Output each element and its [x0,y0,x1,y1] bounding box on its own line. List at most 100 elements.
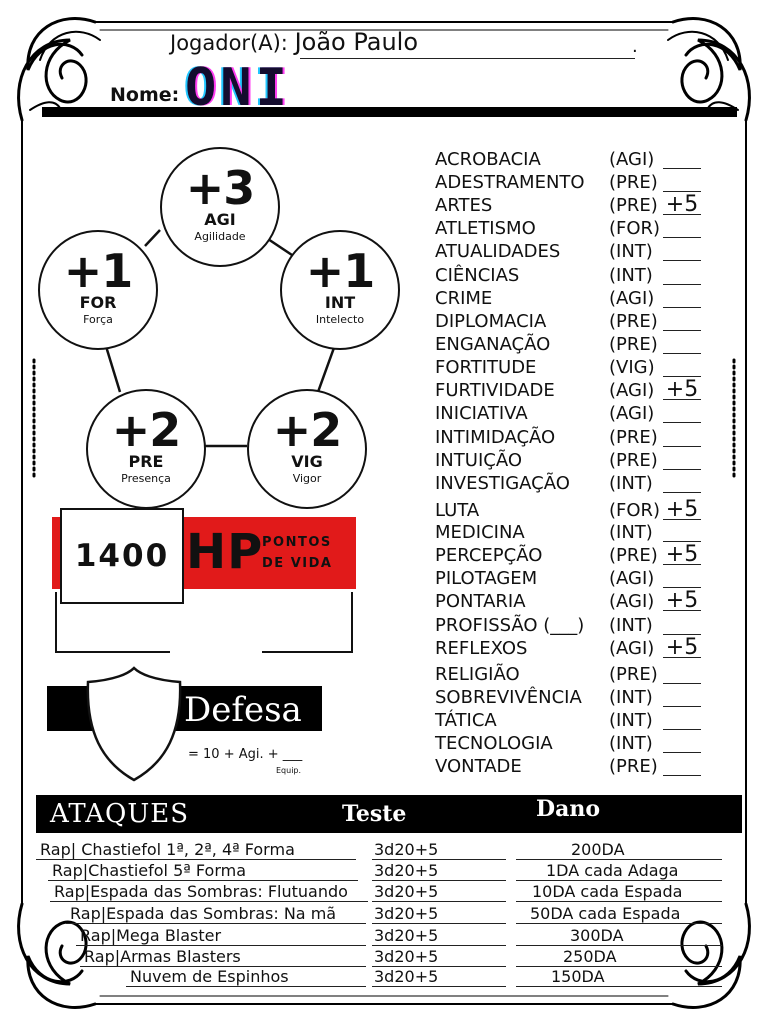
skill-attribute: (AGI) [609,149,655,170]
attack-test-underline [372,945,506,946]
attacks-title: ATAQUES [50,799,190,829]
attribute-pre-abbr: PRE [128,452,164,471]
skill-attribute: (PRE) [609,450,658,471]
skill-name: PERCEPÇÃO [435,545,543,566]
skill-bonus-field[interactable] [663,264,701,285]
skill-name: ADESTRAMENTO [435,172,585,193]
skill-name: ENGANAÇÃO [435,334,551,355]
skill-bonus-field[interactable] [663,148,701,169]
skill-bonus-field[interactable] [663,240,701,261]
attack-test: 3d20+5 [374,967,439,986]
skill-row: ACROBACIA(AGI) [435,148,725,171]
attribute-agi-value: +3 [185,161,256,215]
skill-row: CRIME(AGI) [435,287,725,310]
skill-attribute: (PRE) [609,172,658,193]
skill-row: REFLEXOS(AGI)+5 [435,637,725,660]
skill-bonus-field[interactable] [663,567,701,588]
attack-damage-underline [516,901,722,902]
hp-sublabel-line1: PONTOS [262,535,332,550]
skill-bonus-field[interactable] [663,356,701,377]
attribute-pre-full: Presença [121,472,171,485]
skill-bonus-field[interactable] [663,614,701,635]
skill-bonus-field[interactable] [663,310,701,331]
header-divider-bar [42,107,737,117]
skill-bonus-field[interactable] [663,449,701,470]
skill-name: ATUALIDADES [435,241,561,262]
skill-bonus-field[interactable]: +5 [663,544,701,566]
attack-test-underline [372,859,506,860]
skill-bonus-field[interactable] [663,709,701,730]
skill-bonus-field[interactable] [663,333,701,354]
attack-name-underline [66,923,366,924]
skill-attribute: (VIG) [609,357,655,378]
attack-damage-underline [516,945,722,946]
skill-attribute: (PRE) [609,195,658,216]
skill-row: TÁTICA(INT) [435,709,725,732]
skill-bonus-field[interactable]: +5 [663,499,701,521]
attribute-agi-abbr: AGI [204,210,236,229]
skill-name: VONTADE [435,756,522,777]
skill-bonus-field[interactable] [663,521,701,542]
attack-name-underline [80,966,366,967]
skill-bonus-field[interactable]: +5 [663,194,701,216]
attack-test: 3d20+5 [374,947,439,966]
skill-bonus-field[interactable] [663,755,701,776]
hp-label: HP [186,524,264,580]
hp-value-box: 1400 [60,508,184,604]
attribute-pre: +2 PRE Presença [86,389,206,509]
skill-attribute: (AGI) [609,288,655,309]
skill-bonus-field[interactable] [663,287,701,308]
skill-row: SOBREVIVÊNCIA(INT) [435,686,725,709]
attack-name-underline [36,859,356,860]
attack-damage: 1DA cada Adaga [546,861,679,880]
skill-attribute: (AGI) [609,403,655,424]
shield-icon [86,666,182,782]
skill-row: PERCEPÇÃO(PRE)+5 [435,544,725,567]
skill-attribute: (FOR) [609,500,661,521]
attack-name: Rap|Espada das Sombras: Na mã [70,904,337,923]
skill-bonus-field[interactable] [663,402,701,423]
skill-attribute: (INT) [609,473,653,494]
attribute-for-abbr: FOR [79,293,117,312]
attack-name: Rap|Armas Blasters [84,947,241,966]
hp-sublabel-line2: DE VIDA [262,556,333,571]
skill-row: FORTITUDE(VIG) [435,356,725,379]
skill-bonus-field[interactable]: +5 [663,379,701,401]
attack-damage-underline [516,986,722,987]
attack-test: 3d20+5 [374,840,439,859]
attack-name: Rap|Espada das Sombras: Flutuando [54,882,348,901]
skill-row: DIPLOMACIA(PRE) [435,310,725,333]
skill-row: FURTIVIDADE(AGI)+5 [435,379,725,402]
skill-row: INTIMIDAÇÃO(PRE) [435,426,725,449]
skill-row: ARTES(PRE)+5 [435,194,725,217]
attribute-agi-full: Agilidade [194,230,246,243]
attribute-vig-abbr: VIG [291,452,323,471]
skill-bonus-field[interactable] [663,426,701,447]
skill-row: INTUIÇÃO(PRE) [435,449,725,472]
skill-name: CIÊNCIAS [435,265,520,286]
skill-attribute: (PRE) [609,664,658,685]
skill-name: FURTIVIDADE [435,380,555,401]
skill-row: PILOTAGEM(AGI) [435,567,725,590]
skill-bonus-field[interactable] [663,171,701,192]
skill-bonus-field[interactable] [663,732,701,753]
skill-attribute: (INT) [609,615,653,636]
skill-row: VONTADE(PRE) [435,755,725,778]
skill-row: INVESTIGAÇÃO(INT) [435,472,725,495]
skill-bonus-field[interactable] [663,686,701,707]
player-row: Jogador(A): João Paulo [170,28,418,56]
skill-row: LUTA(FOR)+5 [435,499,725,522]
skill-bonus-field[interactable]: +5 [663,637,701,659]
skill-name: SOBREVIVÊNCIA [435,687,582,708]
skill-bonus-field[interactable]: +5 [663,590,701,612]
attack-damage: 300DA [570,926,624,945]
attribute-pre-value: +2 [111,403,182,457]
attack-name: Rap|Mega Blaster [80,926,222,945]
skill-attribute: (PRE) [609,311,658,332]
attack-name-underline [48,880,358,881]
skill-name: MEDICINA [435,522,525,543]
attack-damage: 200DA [571,840,625,859]
skill-bonus-field[interactable] [663,217,701,238]
skill-bonus-field[interactable] [663,663,701,684]
skill-bonus-field[interactable] [663,472,701,493]
